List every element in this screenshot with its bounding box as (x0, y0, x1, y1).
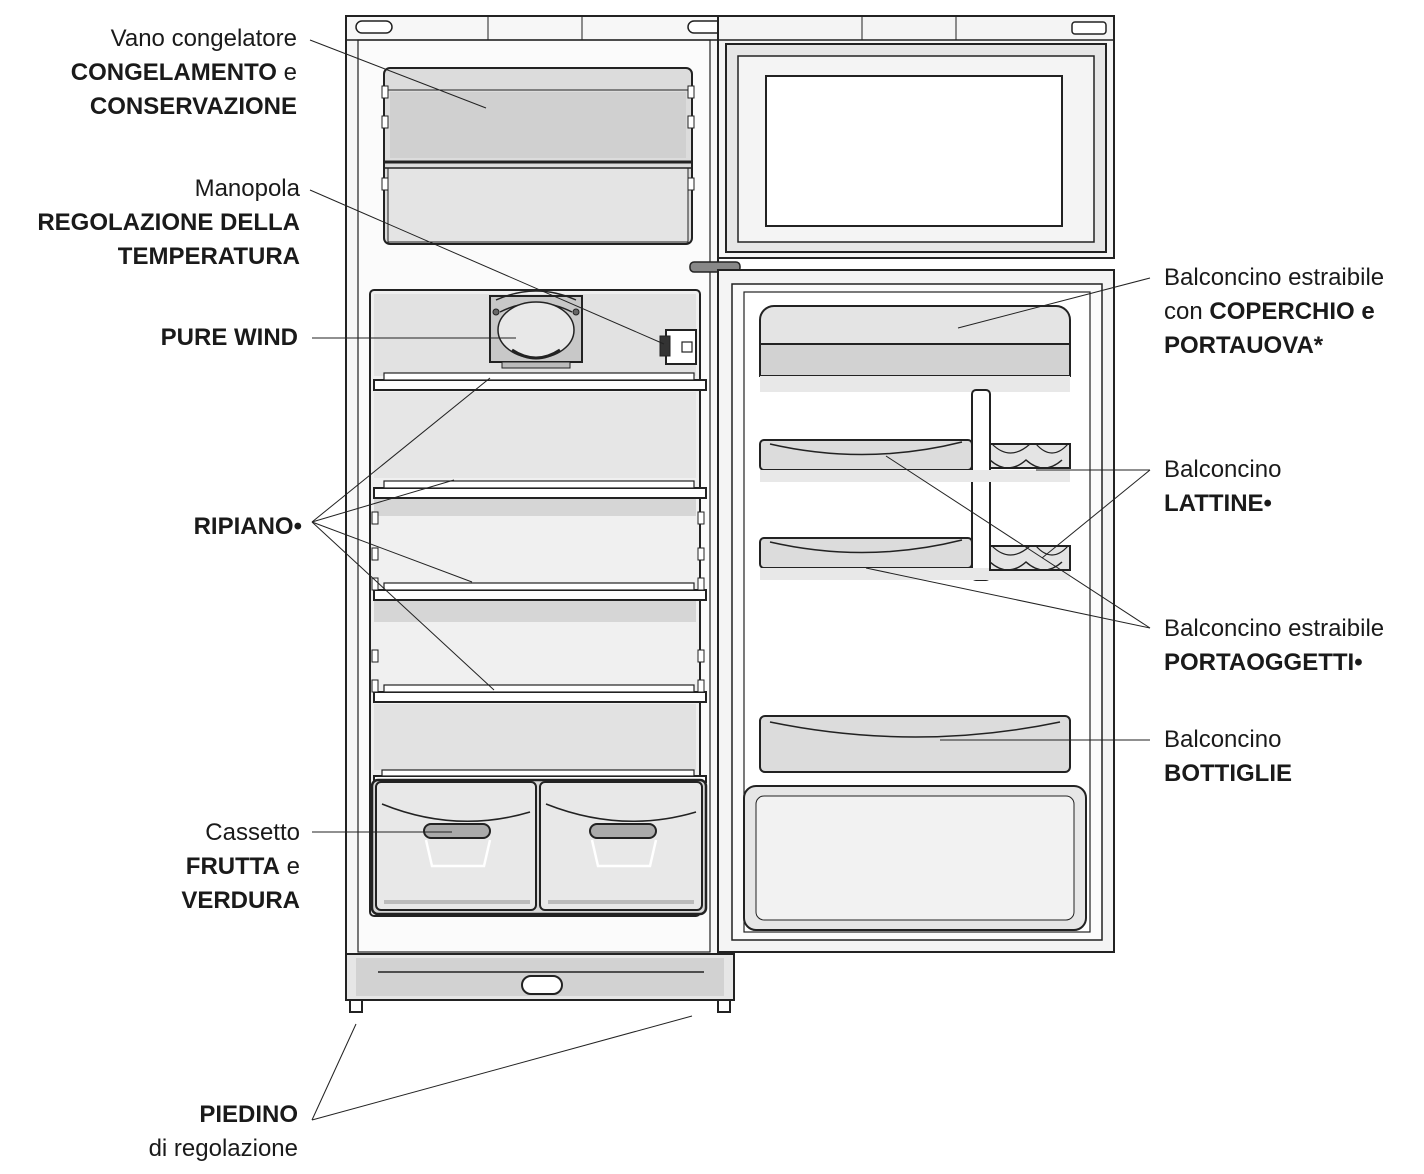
door-bottom-bin (744, 786, 1086, 930)
label-crisper: Cassetto FRUTTA e VERDURA (181, 816, 300, 918)
label-thermostat: Manopola REGOLAZIONE DELLA TEMPERATURA (37, 172, 300, 274)
label-shelf: RIPIANO• (194, 510, 302, 544)
door-divider (972, 390, 990, 580)
adjustable-feet (350, 1000, 730, 1012)
bottle-balcony (760, 716, 1070, 772)
label-cans: Balconcino LATTINE• (1164, 453, 1281, 521)
label-pure-wind: PURE WIND (161, 321, 298, 355)
thermostat-knob (660, 330, 696, 364)
label-foot: PIEDINO di regolazione (149, 1098, 298, 1166)
label-bottles: Balconcino BOTTIGLIE (1164, 723, 1292, 791)
freezer-door (718, 16, 1114, 258)
label-freezer: Vano congelatore CONGELAMENTO e CONSERVA… (71, 22, 297, 124)
label-egg-rack: Balconcino estraibile con COPERCHIO e PO… (1164, 261, 1384, 363)
egg-rack-balcony (760, 306, 1070, 392)
plinth (346, 954, 734, 1000)
freezer-compartment (382, 68, 694, 244)
label-storage: Balconcino estraibile PORTAOGGETTI• (1164, 612, 1384, 680)
crisper-drawers (372, 780, 706, 914)
